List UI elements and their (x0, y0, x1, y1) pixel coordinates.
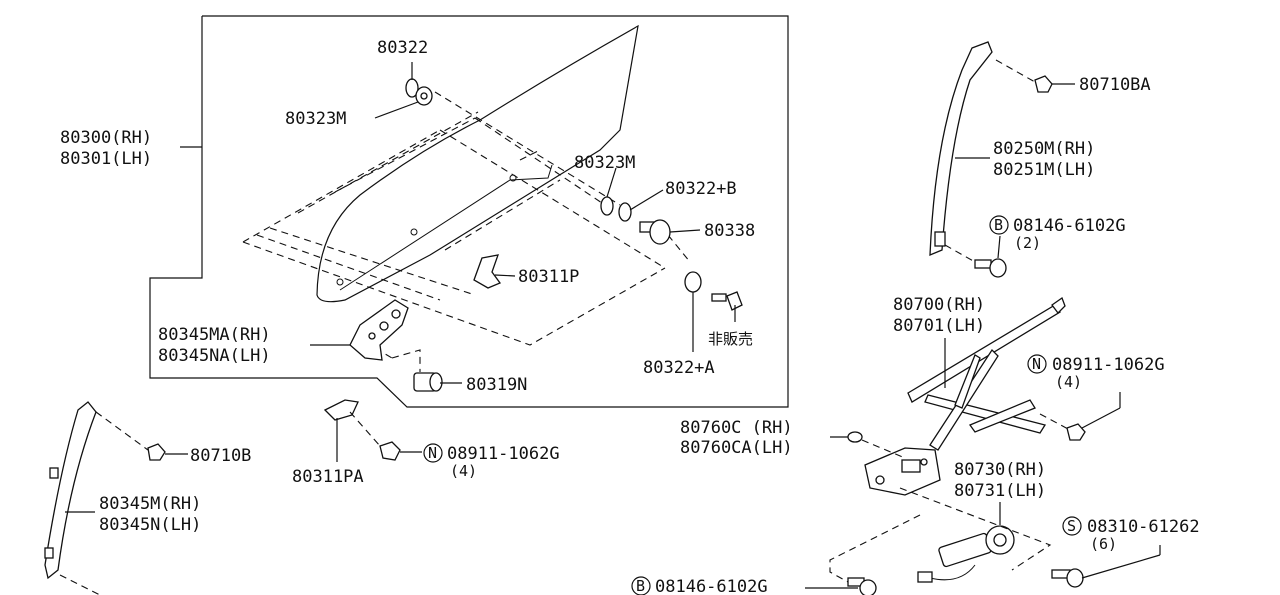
label-screw-s-qty: (6) (1090, 535, 1117, 553)
bolt-b2 (847, 577, 877, 595)
nut-marker-n2-letter: N (428, 444, 437, 462)
label-80345n-lh: 80345N(LH) (99, 515, 201, 535)
window-motor (917, 525, 1015, 583)
label-80710b: 80710B (190, 446, 251, 466)
label-80730-rh: 80730(RH) (954, 460, 1046, 480)
label-nut-n2-number: 08911-1062G (447, 444, 560, 464)
nut-marker-n1: N (1027, 354, 1047, 374)
leaders-80311pa (336, 411, 422, 462)
nut-80710b (147, 443, 166, 461)
bracket-80311pa (323, 399, 359, 421)
label-80710ba: 80710BA (1079, 75, 1151, 95)
label-80323m-top: 80323M (285, 109, 346, 129)
screw-marker-s-letter: S (1067, 517, 1076, 535)
label-80701-lh: 80701(LH) (893, 316, 985, 336)
screw-marker-s: S (1062, 516, 1082, 536)
bushing-80323m-top (415, 86, 433, 106)
leaders-rear-channel (944, 59, 1075, 263)
label-80322b: 80322+B (665, 179, 737, 199)
nut-marker-n2: N (423, 443, 443, 463)
label-80322a: 80322+A (643, 358, 715, 378)
label-not-for-sale: 非販売 (708, 330, 753, 348)
label-nut-n2-qty: (4) (450, 462, 477, 480)
bolt-b1 (974, 258, 1007, 278)
label-80323m-right: 80323M (574, 153, 635, 173)
not-for-sale-bolt (711, 291, 743, 311)
washer-80322b (618, 202, 632, 222)
glass-assembly-frame (149, 15, 789, 408)
leaders-regulator (830, 338, 1121, 459)
glass-channel (339, 164, 553, 291)
bolt-marker-b1: B (989, 215, 1009, 235)
washer-80760c (847, 431, 863, 443)
label-80250m-rh: 80250M(RH) (993, 139, 1095, 159)
glass-hole (410, 228, 418, 236)
bracket-80311p (473, 254, 502, 289)
door-glass (316, 24, 639, 303)
front-glass-run-channel (44, 401, 97, 580)
leaders-glass (180, 62, 736, 384)
label-80300-rh: 80300(RH) (60, 128, 152, 148)
bolt-80338 (639, 219, 671, 245)
label-80251m-lh: 80251M(LH) (993, 160, 1095, 180)
screw-s (1051, 568, 1084, 588)
rear-glass-run-channel (929, 41, 993, 256)
bolt-marker-b2-letter: B (636, 577, 645, 595)
label-bolt-b2-number: 08146-6102G (655, 577, 768, 595)
label-80319n: 80319N (466, 375, 527, 395)
nut-marker-n1-letter: N (1032, 355, 1041, 373)
label-80760ca-lh: 80760CA(LH) (680, 438, 793, 458)
bolt-marker-b1-letter: B (994, 216, 1003, 234)
washer-80322a (684, 271, 702, 293)
label-80345na-lh: 80345NA(LH) (158, 346, 271, 366)
label-screw-s-number: 08310-61262 (1087, 517, 1200, 537)
label-80311p: 80311P (518, 267, 579, 287)
label-nut-n1-number: 08911-1062G (1052, 355, 1165, 375)
label-80311pa: 80311PA (292, 467, 364, 487)
leaders-front-channel (59, 411, 188, 595)
label-80345m-rh: 80345M(RH) (99, 494, 201, 514)
window-regulator (864, 296, 1066, 496)
label-80301-lh: 80301(LH) (60, 149, 152, 169)
label-80700-rh: 80700(RH) (893, 295, 985, 315)
bolt-marker-b2: B (631, 576, 651, 595)
label-nut-n1-qty: (4) (1055, 373, 1082, 391)
leaders-motor (829, 487, 1161, 583)
label-bolt-b1-qty: (2) (1014, 234, 1041, 252)
label-80760c-rh: 80760C (RH) (680, 418, 793, 438)
washer-80323m-right (600, 196, 614, 216)
nut-n1 (1066, 423, 1086, 441)
label-80338: 80338 (704, 221, 755, 241)
glass-hole (336, 278, 344, 286)
nut-80710ba (1034, 75, 1053, 93)
bushing-80319n (413, 372, 443, 392)
label-80345ma-rh: 80345MA(RH) (158, 325, 271, 345)
label-80322: 80322 (377, 38, 428, 58)
nut-n2 (379, 441, 401, 461)
bracket-80345ma (349, 299, 409, 361)
label-80731-lh: 80731(LH) (954, 481, 1046, 501)
label-bolt-b1-number: 08146-6102G (1013, 216, 1126, 236)
